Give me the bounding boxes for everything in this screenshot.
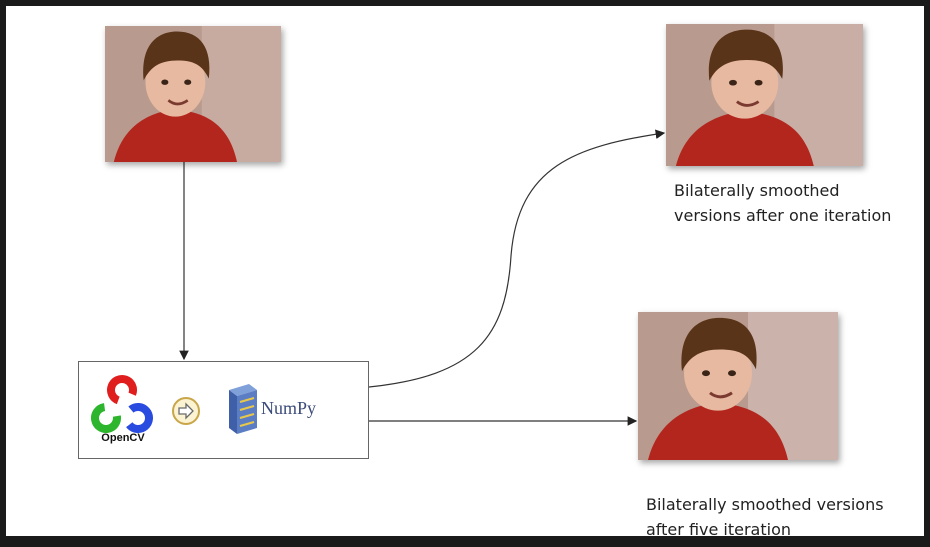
opencv-label: OpenCV	[101, 432, 145, 444]
numpy-cube-icon	[229, 384, 257, 434]
caption-five-iterations-line2: after five iteration	[646, 520, 792, 536]
connector-arrows	[179, 129, 666, 426]
processing-box: OpenCV NumPy	[78, 361, 369, 459]
slide: Bilaterally smoothed versions after one …	[6, 6, 924, 536]
right-arrow-circle-icon	[172, 397, 200, 425]
arrow-process-to-one-iteration	[368, 129, 666, 388]
caption-five-iterations-line1: Bilaterally smoothed versions	[646, 495, 884, 514]
caption-one-iteration-line2: versions after one iteration	[674, 206, 892, 225]
numpy-label: NumPy	[261, 398, 317, 418]
opencv-logo-icon	[91, 375, 153, 433]
output-photo-five-iterations	[638, 312, 838, 460]
caption-five-iterations: Bilaterally smoothed versions after five…	[646, 492, 921, 536]
output-photo-one-iteration	[666, 24, 863, 166]
caption-one-iteration-line1: Bilaterally smoothed	[674, 181, 840, 200]
input-photo	[105, 26, 281, 162]
caption-one-iteration: Bilaterally smoothed versions after one …	[674, 178, 924, 228]
